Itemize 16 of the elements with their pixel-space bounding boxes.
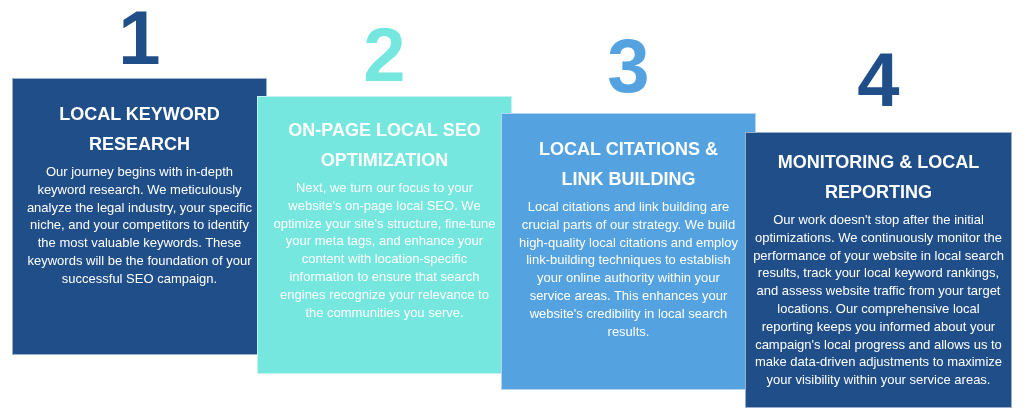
step-description: Our journey begins with in-depth keyword research. We meticulously analyze the legal industry, your specific niche, and your competitors to identify the most valuable keywords. These keywords will be the foundation of your successful SEO campaign.: [26, 163, 253, 288]
step-card: [501, 113, 756, 390]
step-card: [12, 78, 267, 355]
step-heading: LOCAL KEYWORD RESEARCH: [58, 103, 221, 156]
step-number: 3: [607, 28, 650, 104]
step-heading: MONITORING & LOCAL REPORTING: [776, 151, 981, 204]
step-number: 2: [363, 17, 406, 93]
step-card: [745, 132, 1012, 408]
step-card: [257, 96, 512, 374]
step-number: 4: [857, 42, 900, 118]
step-description: Our work doesn't stop after the initial optimizations. We continuously monitor the performance of your website in local search results, track your local keyword rankings, and assess website traffic from your target locations. Our comprehensive local reporting keeps you informed about your campaign's local progress and allows us to make data-driven adjustments to maximize your visibility within your service areas.: [752, 211, 1005, 389]
step-description: Next, we turn our focus to your website's on-page local SEO. We optimize your site's structure, fine-tune your meta tags, and enhance your content with location-specific information to ensure that search engines recognize your relevance to the communities you serve.: [272, 179, 497, 322]
step-heading: LOCAL CITATIONS & LINK BUILDING: [538, 138, 719, 191]
step-heading: ON-PAGE LOCAL SEO OPTIMIZATION: [287, 119, 482, 172]
step-description: Local citations and link building are crucial parts of our strategy. We build high-quality local citations and employ link-building techniques to establish your online authority within your service areas. This enhances your website's credibility in local search results.: [518, 198, 739, 341]
step-number: 1: [118, 0, 161, 76]
